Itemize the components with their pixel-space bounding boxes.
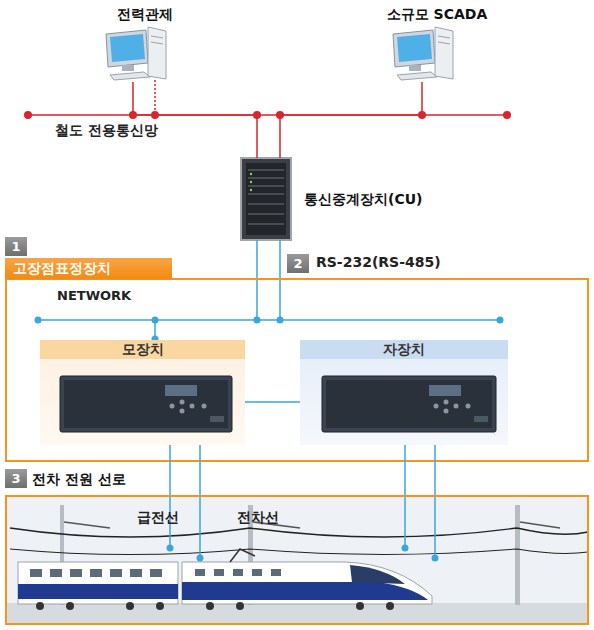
callout-number: 3: [5, 469, 27, 488]
network-label: NETWORK: [57, 288, 131, 303]
device-unit: [322, 376, 496, 432]
train-illustration: [7, 497, 588, 623]
node-label: 통신중계장치(CU): [304, 191, 422, 209]
node-label: 소규모 SCADA: [382, 6, 492, 24]
network-line: [38, 278, 500, 340]
node-label: 고장점표정장치: [5, 258, 172, 279]
fault-locator-group: 고장점표정장치모장치자장치: [5, 278, 589, 462]
connector-label: RS-232(RS-485): [316, 254, 441, 270]
workstation: 소규모 SCADA: [382, 4, 492, 82]
wire-label: 급전선: [137, 509, 179, 527]
node-label: 전력관제: [95, 6, 195, 24]
network-name: 철도 전용통신망: [55, 122, 158, 140]
device-unit: [60, 376, 232, 432]
connector: [257, 240, 280, 278]
computer-icon: [106, 27, 166, 80]
callout-number: 2: [287, 254, 309, 273]
slave-unit: 자장치: [300, 340, 508, 445]
power-line-group: 전차 전원 선로: [5, 495, 589, 625]
drop-line: [154, 80, 156, 115]
connector: [405, 445, 435, 495]
connector: [170, 445, 200, 495]
computer-icon: [393, 27, 453, 80]
callout-number: 1: [5, 237, 27, 256]
connector: [245, 401, 300, 403]
node-label: 자장치: [300, 340, 508, 359]
connector: [280, 82, 422, 158]
server-rack: [241, 158, 291, 240]
workstation: 전력관제: [95, 4, 195, 82]
network-dots: [35, 317, 504, 343]
wire-label: 전차선: [237, 509, 279, 527]
communication-unit: 통신중계장치(CU): [240, 158, 292, 240]
node-label: 모장치: [40, 340, 245, 359]
connector: [133, 82, 257, 158]
bus-dots: [24, 111, 511, 119]
network-bus: [28, 114, 507, 116]
master-unit: 모장치: [40, 340, 245, 445]
node-label: 전차 전원 선로: [32, 471, 126, 489]
tap-dots: [167, 545, 439, 562]
feeder-tap: [170, 495, 435, 558]
